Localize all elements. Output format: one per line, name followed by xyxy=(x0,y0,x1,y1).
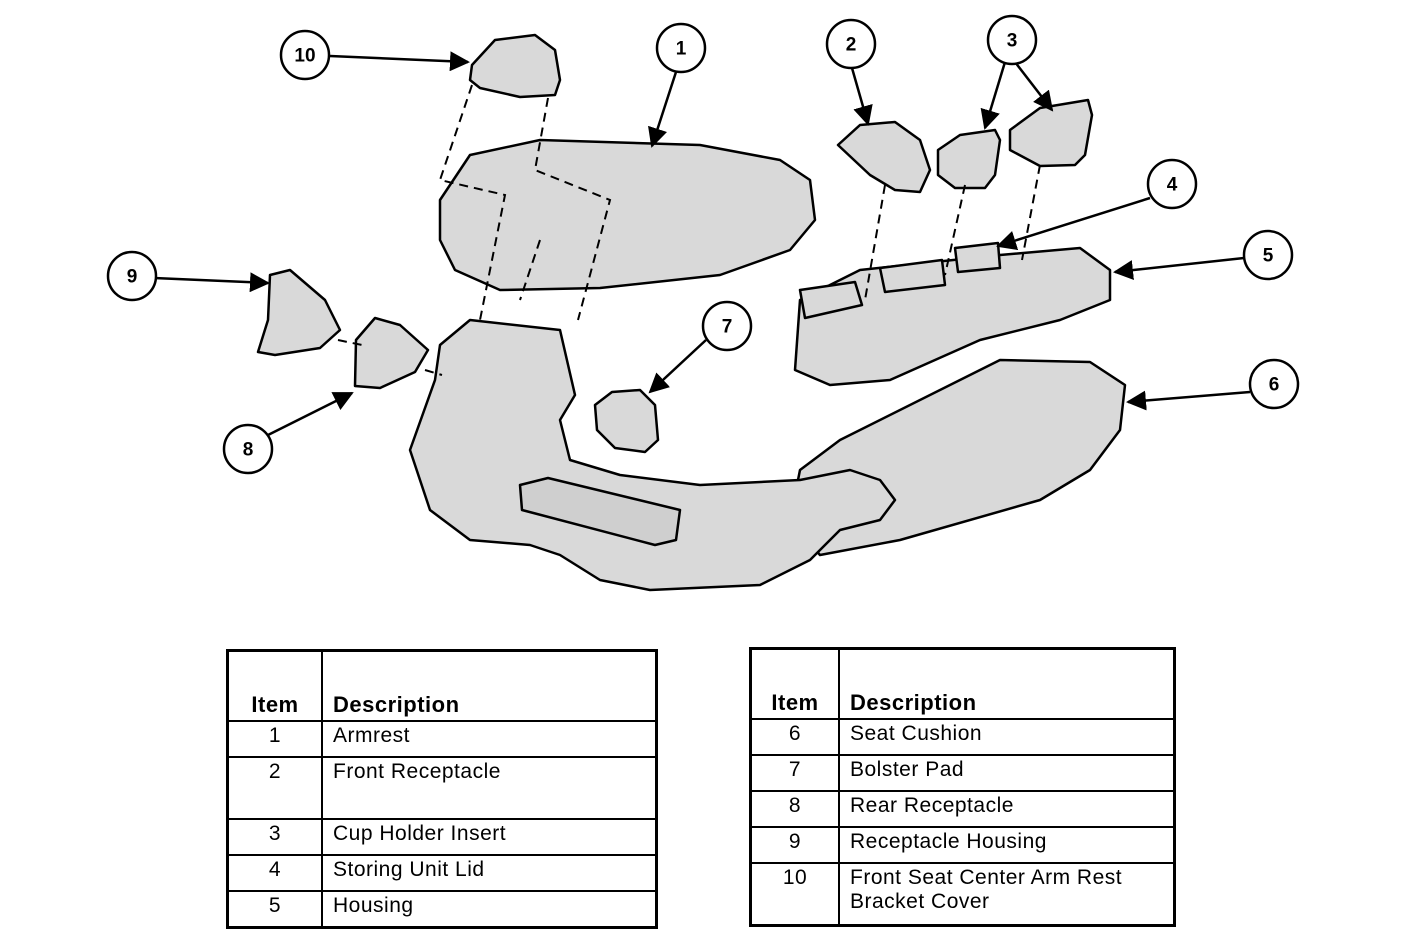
item-column-header: Item xyxy=(226,649,323,722)
legend-item-number: 5 xyxy=(226,890,323,929)
legend-row: 7 Bolster Pad xyxy=(749,754,1176,792)
rear-receptacle-part xyxy=(353,316,430,390)
legend-item-number: 2 xyxy=(226,756,323,820)
callout-label-8: 8 xyxy=(243,440,254,461)
callout-label-3: 3 xyxy=(1007,31,1018,52)
callout-5 xyxy=(1242,229,1294,281)
callout-2 xyxy=(825,18,877,70)
legend-row: 10 Front Seat Center Arm Rest Bracket Co… xyxy=(749,862,1176,927)
callout-10 xyxy=(279,29,331,81)
legend-row: 1 Armrest xyxy=(226,720,658,758)
legend-item-description: Bolster Pad xyxy=(838,754,1176,792)
callout-3 xyxy=(986,14,1038,66)
legend-item-description-line2: Bracket Cover xyxy=(850,890,990,913)
legend-row: 6 Seat Cushion xyxy=(749,718,1176,756)
legend-header-row: Item Description xyxy=(226,649,658,722)
bolster-pad-part xyxy=(593,388,660,454)
storing-unit-lid-a xyxy=(798,280,864,320)
legend-item-number: 6 xyxy=(749,718,840,756)
legend-item-number: 4 xyxy=(226,854,323,892)
callout-label-2: 2 xyxy=(846,35,857,56)
legend-row: 4 Storing Unit Lid xyxy=(226,854,658,892)
legend-header-row: Item Description xyxy=(749,647,1176,720)
description-column-header: Description xyxy=(838,647,1176,720)
callout-label-1: 1 xyxy=(676,39,687,60)
bracket-cover-part xyxy=(468,33,562,99)
legend-row: 9 Receptacle Housing xyxy=(749,826,1176,864)
legend-item-description: Armrest xyxy=(321,720,658,758)
armrest-part xyxy=(438,138,817,292)
callout-label-6: 6 xyxy=(1269,375,1280,396)
legend-table-right: Item Description 6 Seat Cushion 7 Bolste… xyxy=(749,647,1176,927)
legend-item-number: 10 xyxy=(749,862,840,927)
exploded-parts-diagram: 10 1 2 3 4 5 6 7 9 8 xyxy=(106,14,1300,592)
callout-label-10: 10 xyxy=(294,46,315,67)
callout-label-7: 7 xyxy=(722,317,733,338)
legend-item-description: Seat Cushion xyxy=(838,718,1176,756)
legend-row: 5 Housing xyxy=(226,890,658,929)
front-receptacle-part xyxy=(836,120,932,194)
callout-4 xyxy=(1146,158,1198,210)
legend-item-description: Cup Holder Insert xyxy=(321,818,658,856)
legend-item-description: Housing xyxy=(321,890,658,929)
storing-unit-lid-c xyxy=(953,241,1002,274)
storing-unit-lid-b xyxy=(878,258,947,294)
handle-part xyxy=(518,476,682,547)
callout-label-5: 5 xyxy=(1263,246,1274,267)
legend-item-number: 9 xyxy=(749,826,840,864)
legend-row: 3 Cup Holder Insert xyxy=(226,818,658,856)
console-body-part xyxy=(408,318,897,592)
callout-8 xyxy=(222,423,274,475)
callout-markers xyxy=(106,14,1300,475)
legend-row: 2 Front Receptacle xyxy=(226,756,658,820)
legend-item-number: 8 xyxy=(749,790,840,828)
item-column-header: Item xyxy=(749,647,840,720)
legend-item-number: 7 xyxy=(749,754,840,792)
legend-item-number: 1 xyxy=(226,720,323,758)
cup-holder-insert-b xyxy=(1008,98,1094,168)
callout-9 xyxy=(106,250,158,302)
legend-table-left: Item Description 1 Armrest 2 Front Recep… xyxy=(226,649,658,929)
description-column-header: Description xyxy=(321,649,658,722)
callout-1 xyxy=(655,22,707,74)
legend-item-description: Receptacle Housing xyxy=(838,826,1176,864)
callout-label-4: 4 xyxy=(1167,175,1178,196)
legend-item-description: Front Receptacle xyxy=(321,756,658,820)
cup-holder-insert-a xyxy=(936,128,1002,190)
callout-7 xyxy=(701,300,753,352)
legend-item-description: Storing Unit Lid xyxy=(321,854,658,892)
receptacle-housing-part xyxy=(256,268,342,357)
callout-6 xyxy=(1248,358,1300,410)
legend-item-description: Rear Receptacle xyxy=(838,790,1176,828)
legend-item-description: Front Seat Center Arm Rest Bracket Cover xyxy=(838,862,1176,927)
callout-label-9: 9 xyxy=(127,267,138,288)
legend-item-description-line1: Front Seat Center Arm Rest xyxy=(850,866,1123,889)
legend-item-number: 3 xyxy=(226,818,323,856)
legend-row: 8 Rear Receptacle xyxy=(749,790,1176,828)
